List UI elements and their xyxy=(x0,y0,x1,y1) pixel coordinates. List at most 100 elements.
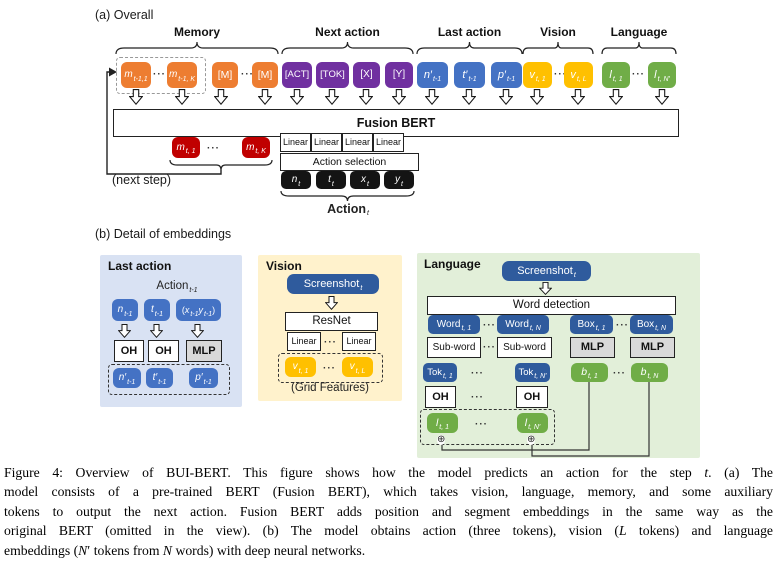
ellipsis: ··· xyxy=(613,368,626,379)
next-action-brace xyxy=(281,41,414,55)
part-b-label: (b) Detail of embeddings xyxy=(95,227,232,241)
ellipsis: ··· xyxy=(241,69,254,80)
action-brace xyxy=(280,190,415,202)
tok-token: [TOK] xyxy=(316,62,349,88)
header-language: Language xyxy=(610,25,668,39)
header-memory: Memory xyxy=(173,25,220,39)
next-memory-brace xyxy=(169,159,273,171)
down-arrow-icon xyxy=(214,89,228,105)
ellipsis: ··· xyxy=(471,392,484,403)
vision-brace xyxy=(522,41,594,55)
down-arrow-icon xyxy=(571,89,585,105)
y-token: [Y] xyxy=(385,62,413,88)
subword-box: Sub-word xyxy=(427,337,481,358)
ellipsis: ··· xyxy=(153,69,166,80)
panel-vision-title: Vision xyxy=(266,259,302,273)
down-arrow-icon xyxy=(118,324,131,338)
down-arrow-icon xyxy=(359,89,373,105)
language-output-dashed-box xyxy=(420,409,555,445)
part-a-label: (a) Overall xyxy=(95,8,154,22)
figure-caption: Figure 4: Overview of BUI-BERT. This fig… xyxy=(4,463,773,560)
one-hot-box: OH xyxy=(148,340,179,362)
down-arrow-icon xyxy=(425,89,439,105)
down-arrow-icon xyxy=(325,296,338,310)
down-arrow-icon xyxy=(655,89,669,105)
ellipsis: ··· xyxy=(616,320,629,331)
ellipsis: ··· xyxy=(207,143,220,154)
caption-line: embeddings (N′ tokens from N words) with… xyxy=(4,542,366,558)
memory-mask-token: [M] xyxy=(212,62,238,88)
ellipsis: ··· xyxy=(471,368,484,379)
down-arrow-icon xyxy=(175,89,189,105)
down-arrow-icon xyxy=(609,89,623,105)
down-arrow-icon xyxy=(290,89,304,105)
linear-head-box: Linear xyxy=(311,133,342,152)
b-last-action-tp-token: t′t-1 xyxy=(146,368,173,388)
language-brace xyxy=(601,41,677,55)
b-last-action-output-dashed-box xyxy=(108,364,230,395)
down-arrow-icon xyxy=(392,89,406,105)
word-detection-box: Word detection xyxy=(427,296,676,315)
down-arrow-icon xyxy=(191,324,204,338)
header-vision: Vision xyxy=(540,25,576,39)
header-last-action: Last action xyxy=(437,25,502,39)
ellipsis: ··· xyxy=(324,337,337,348)
panel-language-title: Language xyxy=(424,257,481,271)
ellipsis: ··· xyxy=(483,320,496,331)
ellipsis: ··· xyxy=(483,342,496,353)
b-last-action-pp-token: p′t-1 xyxy=(189,368,218,388)
caption-line: model consists of a pre-trained BERT (Fu… xyxy=(4,484,773,500)
next-step-label: (next step) xyxy=(112,173,172,187)
last-action-brace xyxy=(416,41,523,55)
grid-features-label: (Grid Features) xyxy=(291,382,369,394)
linear-box: Linear xyxy=(287,332,321,351)
down-arrow-icon xyxy=(150,324,163,338)
ellipsis: ··· xyxy=(632,69,645,80)
linear-head-box: Linear xyxy=(342,133,373,152)
down-arrow-icon xyxy=(499,89,513,105)
memory-mask-token: [M] xyxy=(252,62,278,88)
caption-line: original BERT (omitted in the view). (b)… xyxy=(4,523,773,539)
down-arrow-icon xyxy=(129,89,143,105)
linear-box: Linear xyxy=(342,332,376,351)
one-hot-box: OH xyxy=(516,386,548,408)
ellipsis: ··· xyxy=(475,419,488,430)
mlp-box: MLP xyxy=(630,337,675,358)
plus-circle-icon: ⊕ xyxy=(527,434,536,445)
plus-circle-icon: ⊕ xyxy=(437,434,446,445)
act-token: [ACT] xyxy=(282,62,312,88)
linear-head-box: Linear xyxy=(373,133,404,152)
resnet-box: ResNet xyxy=(285,312,378,331)
ellipsis: ··· xyxy=(554,69,567,80)
mlp-box: MLP xyxy=(186,340,222,362)
last-action-t-token: t′t-1 xyxy=(454,62,485,88)
